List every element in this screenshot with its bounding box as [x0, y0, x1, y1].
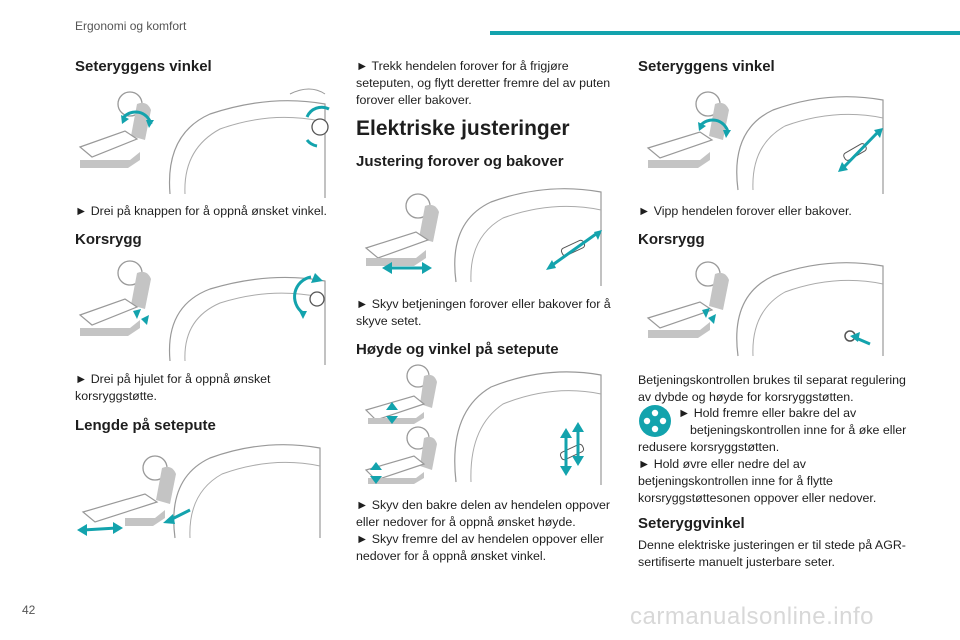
figure-seat-back-lever [646, 91, 884, 194]
heading-seat-back-angle-electric: Seteryggens vinkel [638, 58, 775, 75]
figure-seat-back-knob [78, 88, 330, 198]
text-agr-2: sertifiserte manuelt justerbare seter. [638, 555, 835, 569]
figure-height-angle [364, 364, 602, 485]
heading-height-angle: Høyde og vinkel på setepute [356, 341, 559, 358]
text-lumbar-4: betjeningskontrollen inne for å øke elle… [690, 423, 907, 437]
figure-fore-aft [364, 188, 602, 286]
text-lumbar-2: av dybde og høyde for korsryggstøtten. [638, 390, 854, 404]
header-accent-bar [490, 31, 960, 35]
text-angle-2: nedover for å oppnå ønsket vinkel. [356, 549, 547, 563]
heading-cushion-length: Lengde på setepute [75, 417, 216, 434]
text-lumbar-7: betjeningskontrollen inne for å flytte [638, 474, 833, 488]
text-lumbar-1: Betjeningskontrollen brukes til separat … [638, 373, 906, 387]
text-pull-lever-1: ► Trekk hendelen forover for å frigjøre [356, 59, 569, 73]
figure-lumbar-electric [646, 261, 884, 357]
text-height-1: ► Skyv den bakre delen av hendelen oppov… [356, 498, 611, 512]
heading-electric-adjustments: Elektriske justeringer [356, 117, 570, 140]
text-push-control-2: skyve setet. [356, 314, 422, 328]
section-header: Ergonomi og komfort [75, 19, 187, 33]
text-lumbar-8: korsryggstøttesonen oppover eller nedove… [638, 491, 877, 505]
heading-lumbar: Korsrygg [75, 231, 142, 248]
watermark: carmanualsonline.info [630, 603, 874, 630]
text-agr-1: Denne elektriske justeringen er til sted… [638, 538, 906, 552]
text-lumbar-5: redusere korsryggstøtten. [638, 440, 780, 454]
text-pull-lever-2: seteputen, og flytt deretter fremre del … [356, 76, 611, 90]
figure-cushion-length [77, 444, 321, 539]
page-number: 42 [22, 603, 36, 617]
text-pull-lever-3: forover eller bakover. [356, 93, 472, 107]
heading-lumbar-electric: Korsrygg [638, 231, 705, 248]
text-lumbar-6: ► Hold øvre eller nedre del av [638, 457, 806, 471]
figure-lumbar-wheel [78, 260, 326, 365]
text-turn-knob: ► Drei på knappen for å oppnå ønsket vin… [75, 204, 327, 218]
four-way-control-icon [639, 405, 671, 437]
text-tilt-lever: ► Vipp hendelen forover eller bakover. [638, 204, 852, 218]
text-angle-1: ► Skyv fremre del av hendelen oppover el… [356, 532, 604, 546]
heading-fore-aft: Justering forover og bakover [356, 153, 564, 170]
text-height-2: eller nedover for å oppnå ønsket høyde. [356, 515, 576, 529]
text-turn-wheel-2: korsryggstøtte. [75, 389, 157, 403]
text-lumbar-3: ► Hold fremre eller bakre del av [678, 406, 857, 420]
heading-seat-back-angle: Seteryggens vinkel [75, 58, 212, 75]
heading-backrest-angle: Seteryggvinkel [638, 515, 745, 532]
text-push-control-1: ► Skyv betjeningen forover eller bakover… [356, 297, 611, 311]
text-turn-wheel-1: ► Drei på hjulet for å oppnå ønsket [75, 372, 271, 386]
